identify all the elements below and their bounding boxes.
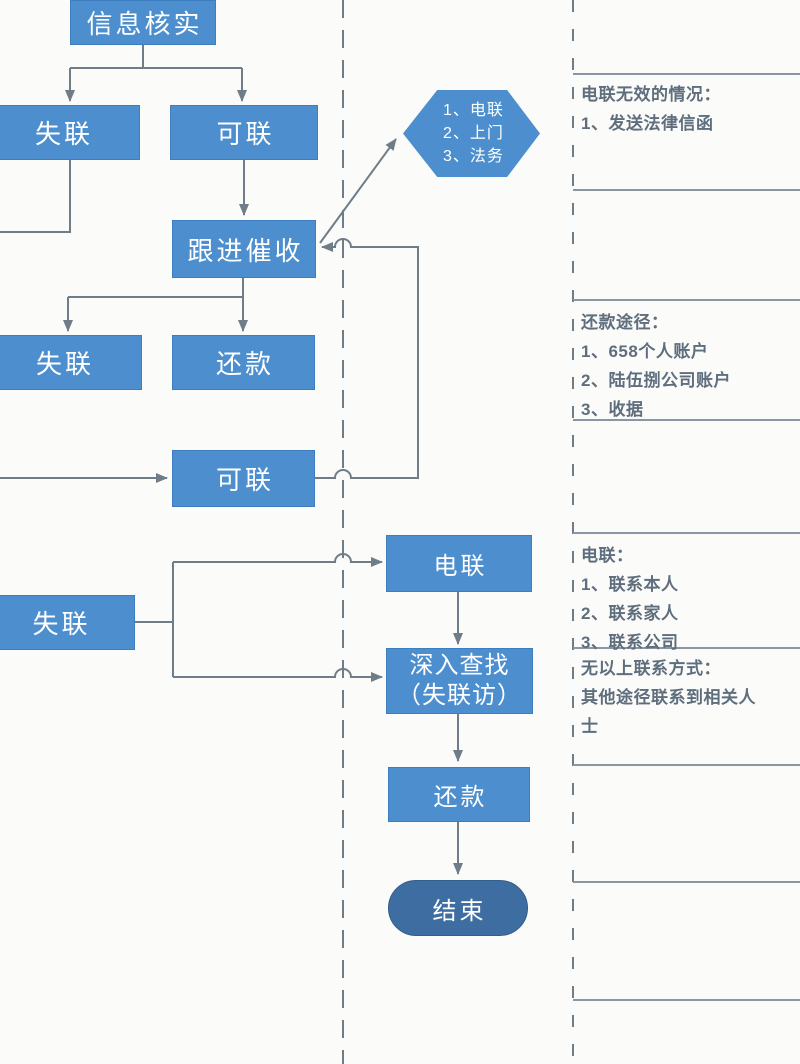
node-lost-contact-bottom: 失联 bbox=[0, 595, 135, 650]
node-reachable-mid-label: 可联 bbox=[215, 465, 274, 495]
note-item: 3、联系公司 bbox=[581, 633, 679, 652]
connector-to-phone-contact bbox=[173, 553, 383, 567]
node-lost-contact-bottom-label: 失联 bbox=[32, 609, 91, 639]
note-item: 1、联系本人 bbox=[581, 575, 679, 594]
connector-lost-exit-left bbox=[0, 160, 71, 233]
node-deep-search: 深入查找 （失联访） bbox=[386, 648, 533, 714]
note-phone-contact-ways: 电联： 1、联系本人 2、联系家人 3、联系公司 bbox=[581, 541, 796, 657]
node-end-terminator: 结束 bbox=[388, 880, 528, 936]
node-lost-contact-top-label: 失联 bbox=[34, 119, 93, 149]
node-repayment-mid-label: 还款 bbox=[215, 349, 274, 379]
node-follow-up-collection: 跟进催收 bbox=[172, 220, 316, 278]
connector-followup-to-hexagon bbox=[319, 138, 397, 244]
node-phone-contact-label: 电联 bbox=[433, 553, 488, 580]
node-lost-contact-top: 失联 bbox=[0, 105, 140, 160]
hexagon-item: 1、电联 bbox=[443, 102, 504, 119]
node-info-verify-label: 信息核实 bbox=[86, 9, 203, 39]
note-item: 1、发送法律信函 bbox=[581, 114, 714, 133]
node-end-label: 结束 bbox=[432, 897, 487, 925]
node-deep-search-line1: 深入查找 bbox=[409, 652, 510, 679]
connector-reachable-loop-to-followup bbox=[315, 238, 419, 479]
node-reachable-top-label: 可联 bbox=[216, 119, 275, 149]
node-phone-contact: 电联 bbox=[386, 535, 532, 592]
node-repayment-bottom-label: 还款 bbox=[433, 784, 488, 811]
note-phone-invalid: 电联无效的情况： 1、发送法律信函 bbox=[581, 80, 796, 138]
node-info-verify: 信息核实 bbox=[70, 0, 216, 45]
note-item: 2、陆伍捌公司账户 bbox=[581, 371, 731, 390]
note-item: 其他途径联系到相关人士 bbox=[581, 688, 756, 736]
note-repayment-channels: 还款途径： 1、658个人账户 2、陆伍捌公司账户 3、收据 bbox=[581, 308, 796, 424]
note-title: 电联： bbox=[581, 546, 634, 565]
note-title: 电联无效的情况： bbox=[581, 85, 721, 104]
node-follow-up-collection-label: 跟进催收 bbox=[187, 235, 304, 266]
note-no-contact-methods: 无以上联系方式： 其他途径联系到相关人士 bbox=[581, 654, 771, 741]
node-deep-search-line2: （失联访） bbox=[397, 682, 522, 709]
note-item: 2、联系家人 bbox=[581, 604, 679, 623]
node-lost-contact-mid-label: 失联 bbox=[35, 349, 94, 379]
note-item: 3、收据 bbox=[581, 400, 644, 419]
note-item: 1、658个人账户 bbox=[581, 342, 709, 361]
hexagon-collection-methods: 1、电联 2、上门 3、法务 bbox=[403, 90, 540, 177]
node-reachable-mid: 可联 bbox=[172, 450, 315, 507]
node-repayment-bottom: 还款 bbox=[388, 767, 530, 822]
node-reachable-top: 可联 bbox=[170, 105, 318, 160]
hexagon-item: 2、上门 bbox=[443, 125, 504, 142]
note-title: 还款途径： bbox=[581, 313, 669, 332]
connector-to-deep-search bbox=[173, 668, 383, 682]
hexagon-item: 3、法务 bbox=[443, 148, 504, 165]
note-title: 无以上联系方式： bbox=[581, 659, 721, 678]
node-repayment-mid: 还款 bbox=[172, 335, 315, 390]
node-lost-contact-mid: 失联 bbox=[0, 335, 142, 390]
